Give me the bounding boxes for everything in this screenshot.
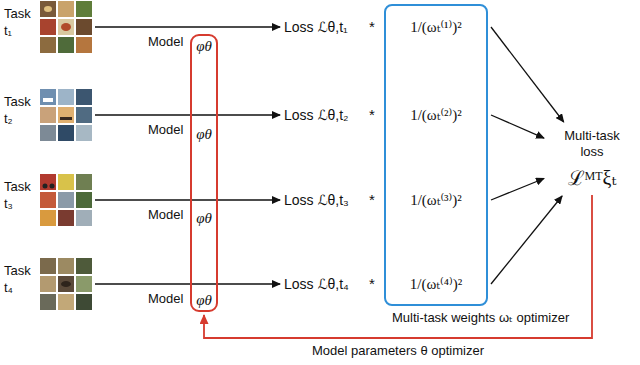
loss-term: Loss ℒθ,t₁ bbox=[284, 18, 348, 36]
image-detail bbox=[43, 98, 53, 102]
task-node: Task t₄ bbox=[4, 258, 94, 310]
image-detail bbox=[43, 184, 48, 189]
loss-term: Loss ℒθ,t₂ bbox=[284, 106, 349, 124]
connector-arrow bbox=[491, 179, 544, 201]
image-tile bbox=[40, 174, 56, 190]
weight-term: 1/(ωₜ⁽³⁾)² bbox=[384, 191, 488, 209]
weights-outline bbox=[384, 4, 488, 306]
task-label: Task t₁ bbox=[4, 5, 38, 39]
image-tile bbox=[40, 89, 56, 105]
model-symbol: φθ bbox=[192, 126, 216, 143]
model-label: Model bbox=[148, 207, 183, 223]
weight-term: 1/(ωₜ⁽⁴⁾)² bbox=[384, 275, 488, 293]
model-box: φθ φθ φθ φθ bbox=[190, 34, 218, 312]
connector-arrow bbox=[95, 283, 280, 284]
task-label: Task t₄ bbox=[4, 262, 38, 296]
multiply-sign: * bbox=[369, 276, 375, 292]
multiply-sign: * bbox=[369, 192, 375, 208]
image-tile bbox=[76, 294, 92, 310]
connector-arrow bbox=[491, 27, 564, 122]
task-label: Task t₂ bbox=[4, 93, 38, 127]
loss-text: Loss ℒθ,t₁ bbox=[284, 18, 348, 36]
image-tile bbox=[76, 125, 92, 141]
image-tile bbox=[58, 1, 74, 17]
weight-term: 1/(ωₜ⁽¹⁾)² bbox=[384, 18, 488, 36]
weights-caption: Multi-task weights ωₜ optimizer bbox=[392, 310, 569, 326]
image-tile bbox=[76, 1, 92, 17]
connector-arrow bbox=[95, 114, 280, 115]
image-tile bbox=[76, 107, 92, 123]
weights-box: 1/(ωₜ⁽¹⁾)² 1/(ωₜ⁽²⁾)² 1/(ωₜ⁽³⁾)² 1/(ωₜ⁽⁴⁾)²… bbox=[384, 4, 594, 330]
image-tile bbox=[40, 258, 56, 274]
image-tile bbox=[40, 107, 56, 123]
image-tile bbox=[76, 258, 92, 274]
task-image bbox=[40, 174, 92, 226]
image-tile bbox=[76, 37, 92, 53]
multitask-label: Multi-task loss bbox=[556, 128, 628, 160]
model-label: Model bbox=[148, 291, 183, 307]
model-label: Model bbox=[148, 122, 183, 138]
task-node: Task t₁ bbox=[4, 1, 94, 53]
image-tile bbox=[58, 107, 74, 123]
image-tile bbox=[58, 294, 74, 310]
image-tile bbox=[58, 89, 74, 105]
image-tile bbox=[58, 19, 74, 35]
multitask-loss-node: Multi-task lossℒᴹᵀξₜ bbox=[548, 126, 636, 192]
image-tile bbox=[76, 19, 92, 35]
loss-text: Loss ℒθ,t₄ bbox=[284, 275, 349, 293]
image-tile bbox=[76, 174, 92, 190]
image-tile bbox=[58, 258, 74, 274]
loss-text: Loss ℒθ,t₂ bbox=[284, 106, 349, 124]
model-symbol: φθ bbox=[192, 210, 216, 227]
connector-arrow bbox=[95, 26, 280, 27]
task-node: Task t₃ bbox=[4, 174, 94, 226]
image-tile bbox=[58, 174, 74, 190]
loss-term: Loss ℒθ,t₄ bbox=[284, 275, 349, 293]
image-tile bbox=[76, 210, 92, 226]
task-image bbox=[40, 1, 92, 53]
connector-arrow bbox=[491, 196, 562, 284]
connector-arrow bbox=[491, 115, 544, 138]
loss-term: Loss ℒθ,t₃ bbox=[284, 191, 349, 209]
weight-term: 1/(ωₜ⁽²⁾)² bbox=[384, 106, 488, 124]
image-tile bbox=[40, 210, 56, 226]
image-tile bbox=[40, 294, 56, 310]
multitask-formula: ℒᴹᵀξₜ bbox=[550, 166, 634, 190]
image-tile bbox=[58, 192, 74, 208]
model-symbol: φθ bbox=[192, 38, 216, 55]
image-detail bbox=[61, 281, 71, 287]
image-tile bbox=[40, 276, 56, 292]
multiply-sign: * bbox=[369, 19, 375, 35]
edge-label: Model parameters θ optimizer bbox=[310, 343, 486, 359]
image-detail bbox=[61, 23, 71, 31]
image-tile bbox=[76, 192, 92, 208]
connector-arrow bbox=[204, 195, 592, 338]
task-label: Task t₃ bbox=[4, 178, 38, 212]
image-tile bbox=[40, 192, 56, 208]
image-tile bbox=[40, 37, 56, 53]
image-tile bbox=[58, 125, 74, 141]
image-detail bbox=[60, 117, 72, 120]
model-label: Model bbox=[148, 34, 183, 50]
model-symbol: φθ bbox=[192, 292, 216, 309]
multiply-sign: * bbox=[369, 107, 375, 123]
connector-arrow bbox=[95, 199, 280, 200]
image-tile bbox=[76, 89, 92, 105]
image-tile bbox=[40, 1, 56, 17]
image-detail bbox=[44, 6, 52, 12]
task-image bbox=[40, 89, 92, 141]
image-tile bbox=[58, 37, 74, 53]
image-tile bbox=[40, 19, 56, 35]
image-tile bbox=[40, 125, 56, 141]
image-tile bbox=[76, 276, 92, 292]
image-tile bbox=[58, 210, 74, 226]
task-node: Task t₂ bbox=[4, 89, 94, 141]
image-tile bbox=[58, 276, 74, 292]
task-image bbox=[40, 258, 92, 310]
image-detail bbox=[50, 184, 55, 189]
loss-text: Loss ℒθ,t₃ bbox=[284, 191, 349, 209]
